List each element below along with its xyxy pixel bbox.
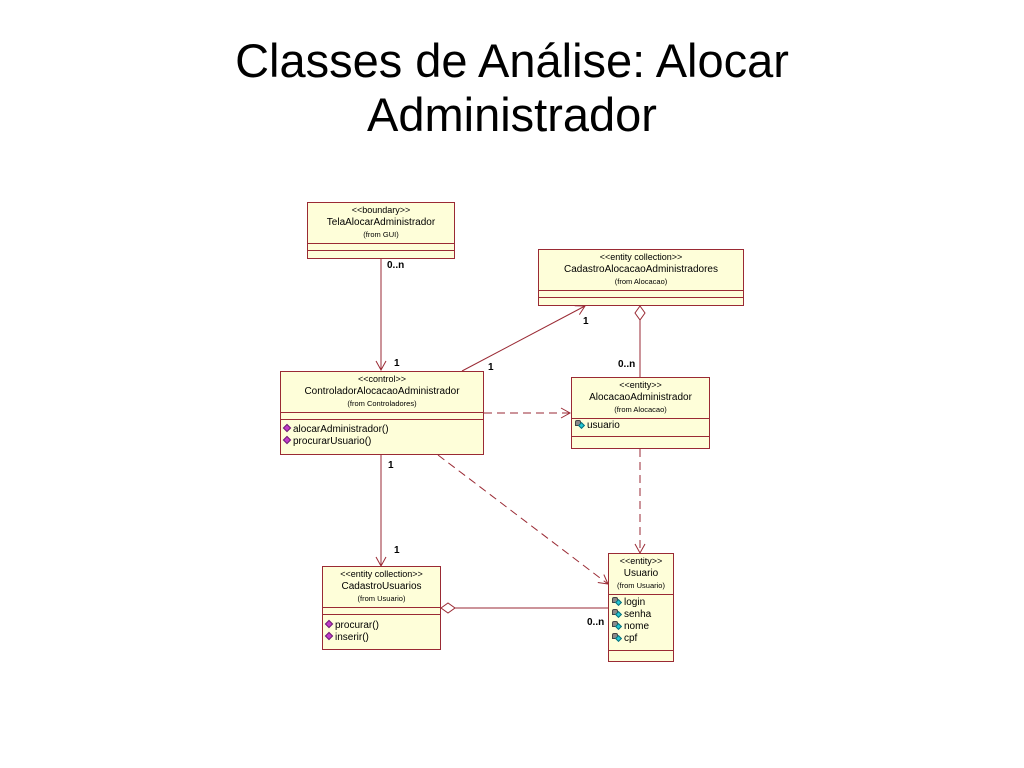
class-package: (from Usuario)	[357, 594, 406, 603]
association-controlador-cadastro-alocacao	[461, 305, 586, 372]
class-package: (from Alocacao)	[614, 405, 667, 414]
class-name: CadastroUsuarios	[341, 581, 422, 592]
attributes-divider	[609, 594, 673, 595]
class-stereotype: <<entity collection>>	[599, 252, 683, 262]
class-name: CadastroAlocacaoAdministradores	[564, 264, 718, 275]
operations-divider	[281, 419, 483, 420]
class-stereotype: <<entity>>	[619, 380, 662, 390]
operation-item[interactable]: procurarUsuario()	[282, 435, 371, 448]
multiplicity-label: 0..n	[387, 260, 405, 271]
title-line-2: Administrador	[367, 88, 657, 141]
attributes-divider	[572, 418, 709, 419]
class-package: (from GUI)	[363, 230, 399, 239]
class-controlador-alocacao-administrador[interactable]: <<control>> ControladorAlocacaoAdministr…	[280, 371, 484, 455]
operations-divider	[609, 650, 673, 651]
class-stereotype: <<boundary>>	[351, 205, 411, 215]
operations-divider	[539, 297, 743, 298]
attribute-item[interactable]: cpf	[612, 633, 637, 645]
attribute-item[interactable]: usuario	[575, 420, 620, 432]
multiplicity-label: 0..n	[618, 359, 636, 370]
title-line-1: Classes de Análise: Alocar	[235, 34, 789, 87]
operations-divider	[572, 436, 709, 437]
class-package: (from Alocacao)	[614, 277, 668, 286]
multiplicity-label: 0..n	[587, 617, 605, 628]
private-attribute-icon	[612, 609, 623, 619]
class-name: ControladorAlocacaoAdministrador	[304, 386, 460, 397]
class-tela-alocar-administrador[interactable]: <<boundary>> TelaAlocarAdministrador (fr…	[307, 202, 455, 259]
page-title: Classes de Análise: Alocar Administrador	[0, 34, 1024, 142]
operation-item[interactable]: inserir()	[324, 631, 369, 644]
class-alocacao-administrador[interactable]: <<entity>> AlocacaoAdministrador (from A…	[571, 377, 710, 449]
private-attribute-icon	[612, 633, 623, 643]
operation-item[interactable]: alocarAdministrador()	[282, 423, 389, 436]
class-name: AlocacaoAdministrador	[589, 392, 692, 403]
operation-icon	[282, 423, 292, 433]
operation-icon	[324, 631, 334, 641]
class-package: (from Controladores)	[347, 399, 417, 408]
operation-item[interactable]: procurar()	[324, 619, 379, 632]
attribute-item[interactable]: senha	[612, 609, 651, 621]
operations-divider	[308, 250, 454, 251]
attribute-item[interactable]: nome	[612, 621, 649, 633]
class-stereotype: <<control>>	[357, 374, 407, 384]
private-attribute-icon	[612, 621, 623, 631]
operation-icon	[324, 619, 334, 629]
multiplicity-label: 1	[488, 362, 494, 373]
class-name: TelaAlocarAdministrador	[326, 217, 436, 228]
private-attribute-icon	[575, 420, 586, 430]
class-package: (from Usuario)	[617, 581, 665, 590]
attributes-divider	[308, 243, 454, 244]
operations-divider	[323, 614, 440, 615]
multiplicity-label: 1	[394, 545, 400, 556]
attributes-divider	[539, 290, 743, 291]
aggregation-diamond-alocacao	[634, 305, 646, 321]
class-usuario[interactable]: <<entity>> Usuario (from Usuario) login …	[608, 553, 674, 662]
attribute-item[interactable]: login	[612, 597, 645, 609]
class-cadastro-alocacao-administradores[interactable]: <<entity collection>> CadastroAlocacaoAd…	[538, 249, 744, 306]
aggregation-diamond-usuarios	[440, 602, 456, 614]
multiplicity-label: 1	[394, 358, 400, 369]
class-stereotype: <<entity collection>>	[340, 569, 423, 579]
attributes-divider	[281, 412, 483, 413]
private-attribute-icon	[612, 597, 623, 607]
multiplicity-label: 1	[583, 316, 589, 327]
operation-icon	[282, 435, 292, 445]
multiplicity-label: 1	[388, 460, 394, 471]
dependency-controlador-usuario	[437, 454, 609, 585]
class-stereotype: <<entity>>	[619, 556, 663, 566]
class-name: Usuario	[623, 568, 659, 579]
class-cadastro-usuarios[interactable]: <<entity collection>> CadastroUsuarios (…	[322, 566, 441, 650]
attributes-divider	[323, 607, 440, 608]
